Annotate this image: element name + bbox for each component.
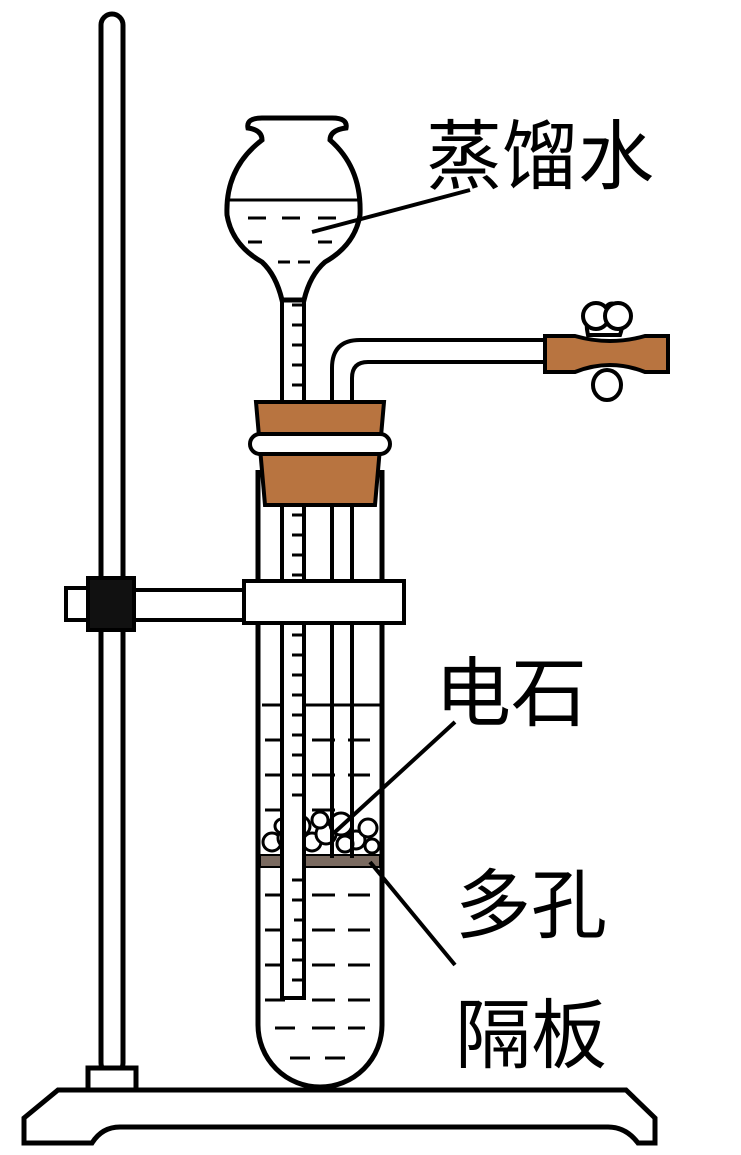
test-tube <box>255 470 385 1090</box>
label-porous-plate-line1: 多孔 <box>455 861 607 950</box>
label-distilled-water: 蒸馏水 <box>426 112 654 201</box>
leader-calcium-carbide <box>333 720 457 834</box>
boss-head <box>86 576 136 632</box>
leader-distilled-water <box>311 188 471 234</box>
clamp-assembly <box>64 576 252 632</box>
gas-delivery-tube <box>330 338 545 858</box>
label-porous-plate-line2: 隔板 <box>455 991 607 1080</box>
iron-stand <box>21 11 658 1146</box>
tube-clamp-ring <box>242 579 406 625</box>
leader-lines <box>311 188 471 967</box>
stand-base <box>21 1087 658 1146</box>
clamp-screw <box>64 586 90 622</box>
clamp-arm <box>128 588 252 622</box>
porous-plate <box>259 854 381 868</box>
stand-rod-collar <box>85 1065 139 1093</box>
rubber-stopper <box>248 400 392 507</box>
label-calcium-carbide: 电石 <box>435 649 587 738</box>
stopcock <box>543 301 670 402</box>
funnel-bulb <box>224 115 363 303</box>
leader-porous-plate <box>368 860 457 967</box>
stand-rod <box>98 11 126 1077</box>
